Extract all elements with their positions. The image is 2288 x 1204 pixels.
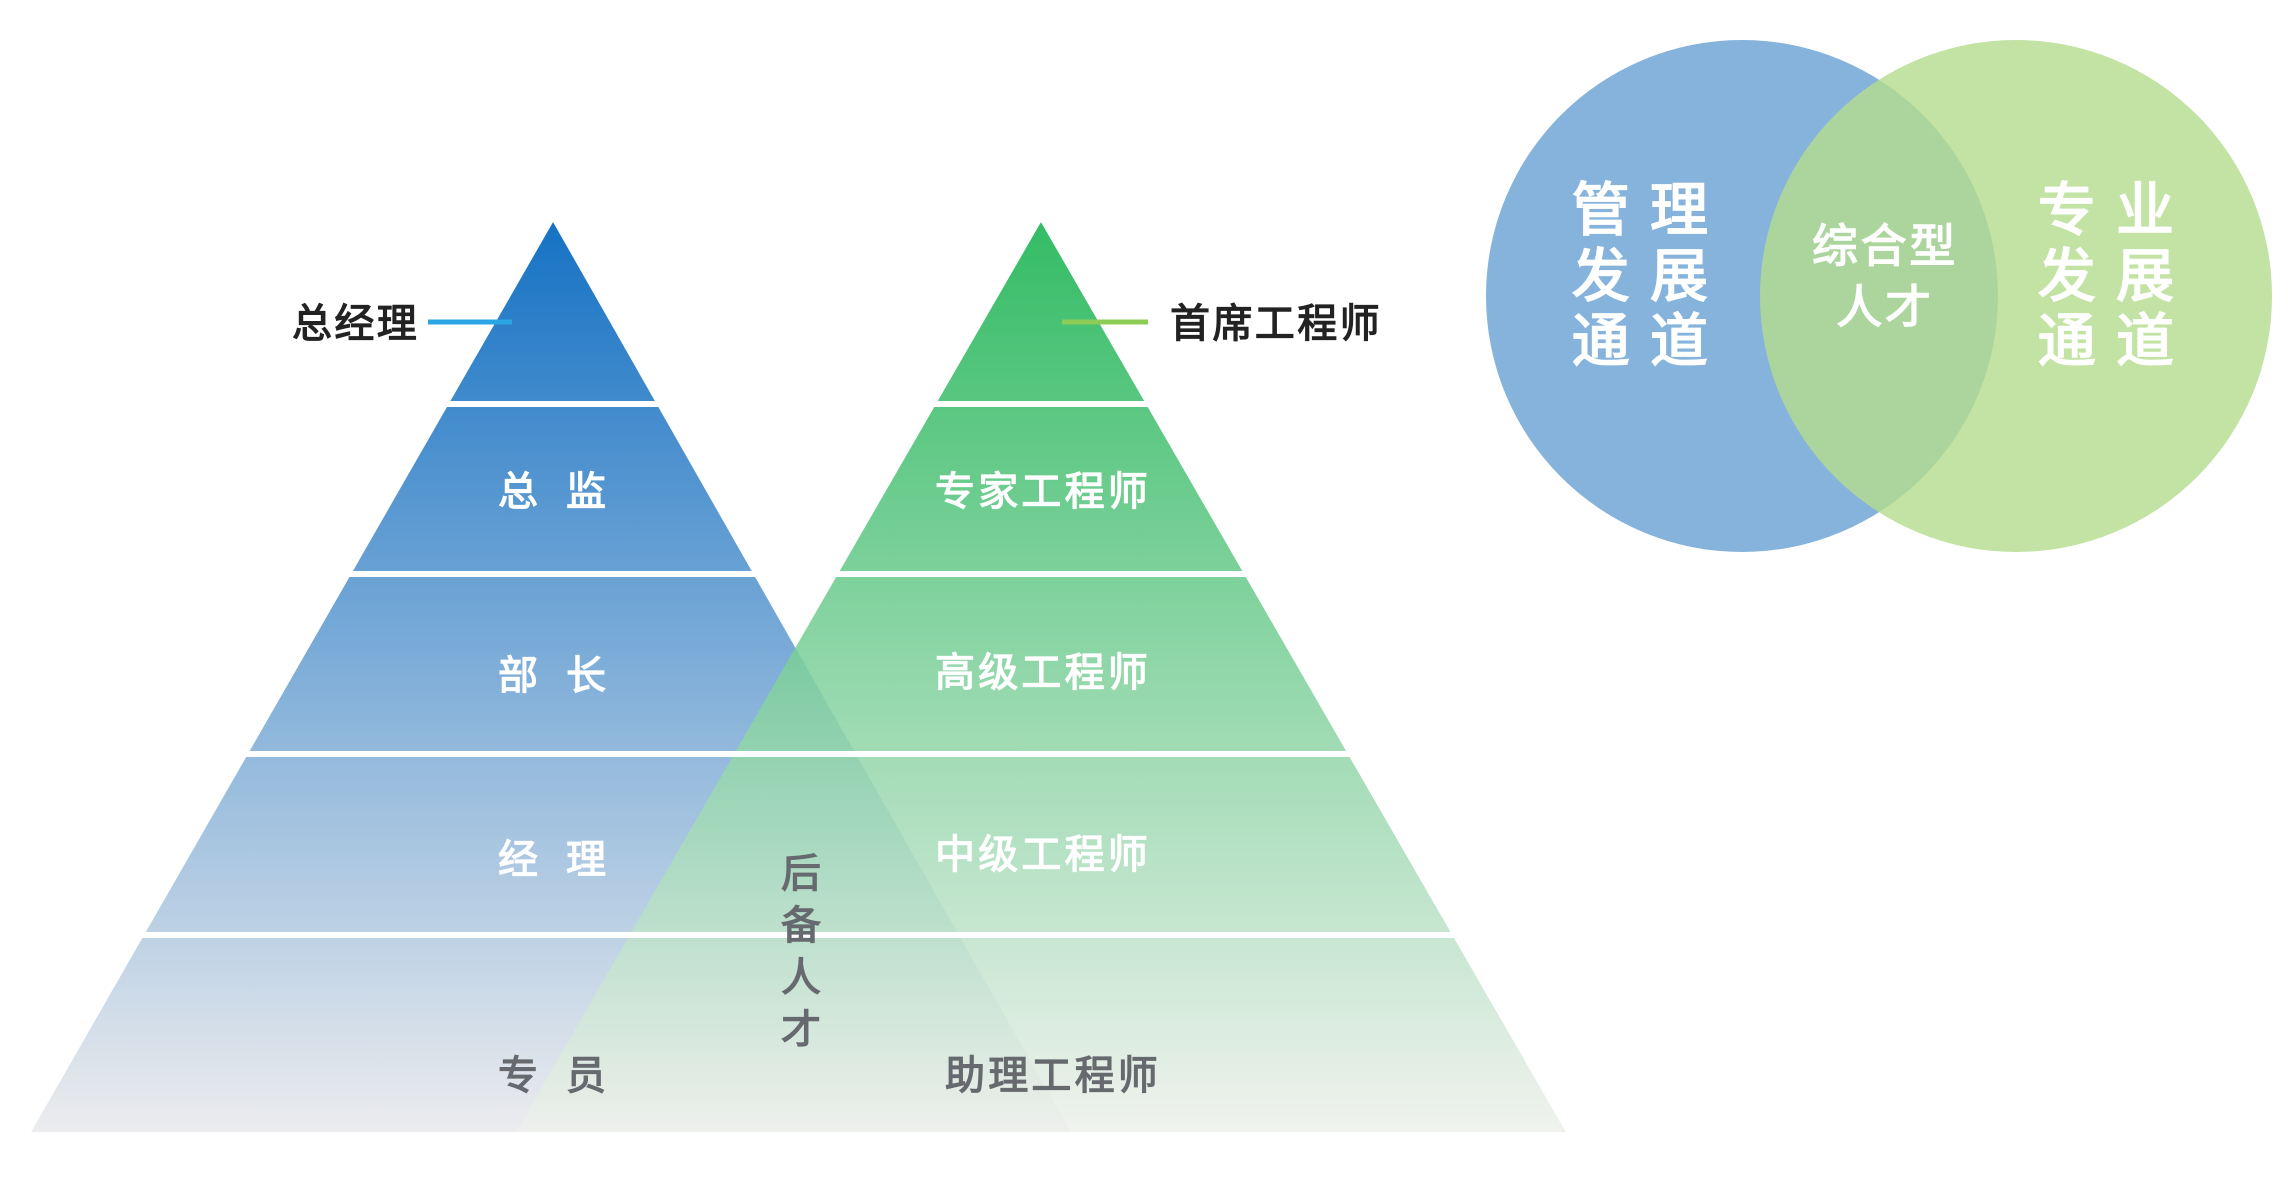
mgmt-level-manager: 经理 xyxy=(498,837,634,883)
mgmt-level-specialist: 专员 xyxy=(498,1053,634,1099)
mask-bottom xyxy=(0,1132,2288,1204)
venn-overlap-label: 综合型人才 xyxy=(1811,219,1959,334)
mgmt-top-label: 总经理 xyxy=(292,301,420,347)
venn-professional-label: 专业发展通道 xyxy=(2037,176,2195,376)
mask-top xyxy=(0,0,2288,600)
reserve-talent-label: 后备人才 xyxy=(781,851,821,1053)
professional-pyramid xyxy=(516,222,1566,1132)
prof-level-intermediate: 中级工程师 xyxy=(935,832,1151,878)
prof-level-expert: 专家工程师 xyxy=(935,469,1151,515)
prof-level-senior: 高级工程师 xyxy=(935,650,1151,696)
prof-top-label: 首席工程师 xyxy=(1170,301,1382,347)
prof-level-assistant: 助理工程师 xyxy=(945,1053,1161,1099)
venn-management-label: 管理发展通道 xyxy=(1571,176,1729,376)
mask-left xyxy=(0,0,553,1132)
mgmt-level-director: 总监 xyxy=(498,469,634,515)
mgmt-level-minister: 部长 xyxy=(498,653,634,699)
venn-circle-professional xyxy=(1760,40,2272,552)
